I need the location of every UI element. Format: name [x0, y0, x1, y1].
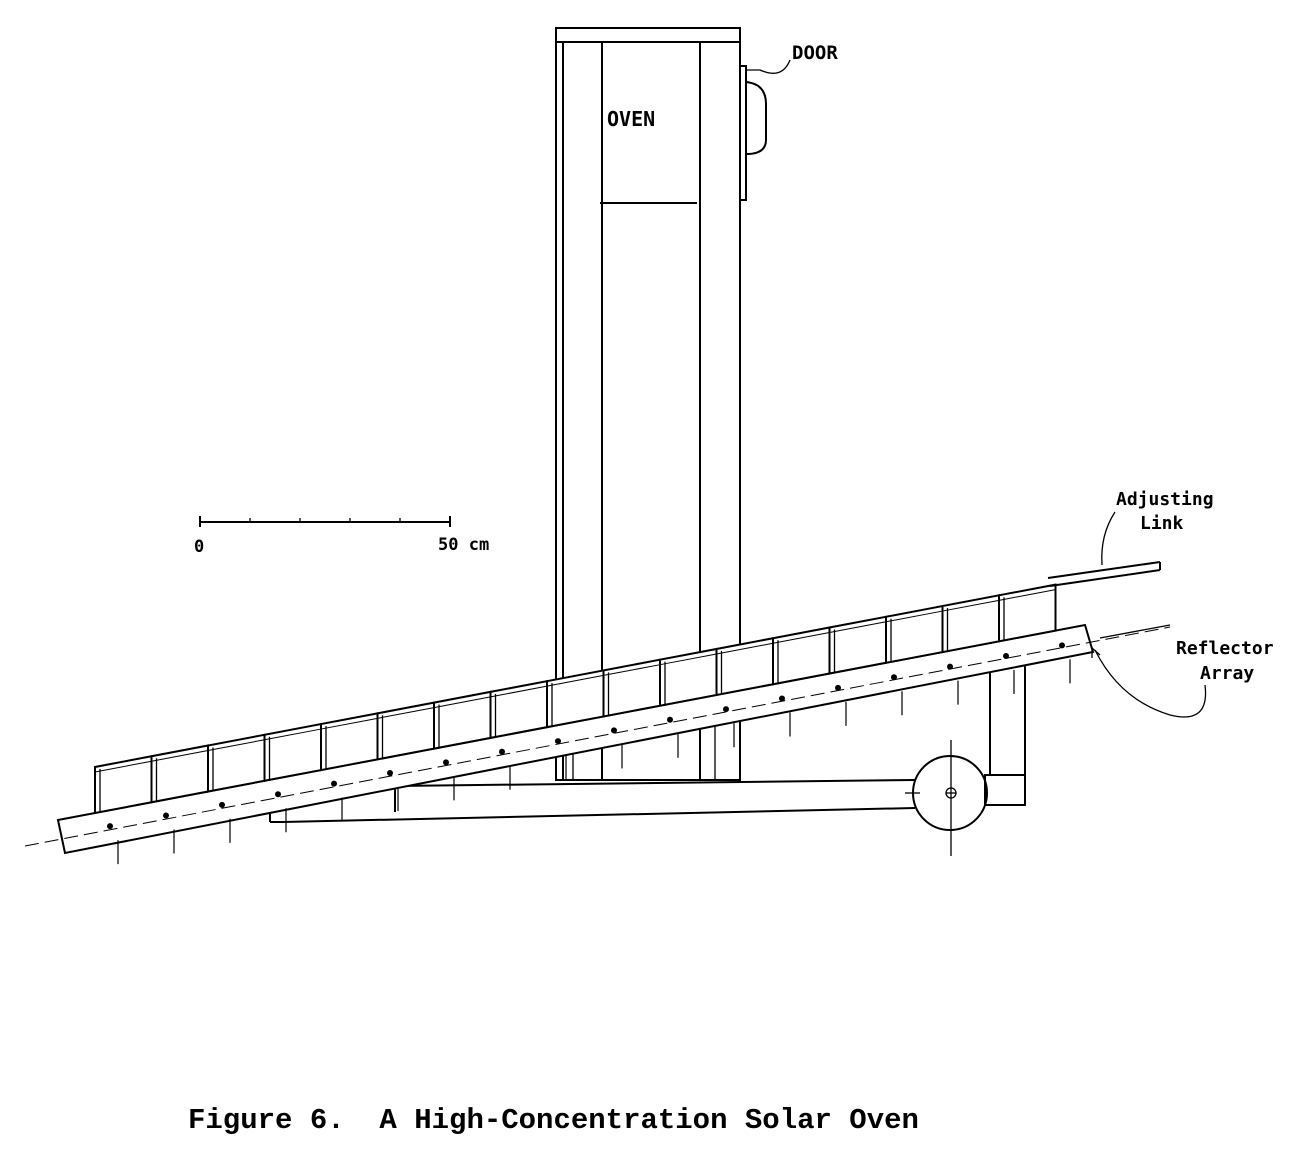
reflector-unit: [489, 679, 548, 740]
oven-right-post: [699, 41, 741, 781]
reflector-unit-lip: [659, 653, 717, 666]
post-base: [984, 774, 1026, 806]
support-frame: [269, 654, 1026, 856]
reflector-unit: [94, 755, 153, 815]
reflector-array-label-1: Reflector: [1176, 638, 1274, 659]
reflector-unit-lip: [998, 589, 1056, 601]
reflector-unit: [207, 733, 266, 793]
reflector-unit-lip: [603, 664, 661, 676]
scale-end-label: 50 cm: [438, 535, 489, 555]
adjusting-link-leader: [1101, 511, 1116, 566]
reflector-unit: [659, 647, 718, 707]
pivot-dot: [219, 801, 225, 808]
pivot-dot: [555, 738, 561, 745]
door-label: DOOR: [792, 42, 838, 64]
pivot-dot: [723, 706, 729, 713]
scale-bar: 0 50 cm: [194, 516, 489, 557]
reflector-array-label-2: Array: [1200, 663, 1254, 684]
door-leader-line: [746, 59, 791, 74]
reflector-unit-lip: [772, 632, 830, 644]
reflector-unit: [998, 583, 1057, 643]
reflector-unit: [263, 722, 322, 782]
reflector-unit: [602, 658, 661, 718]
pivot-dot: [611, 727, 617, 734]
pivot-dot: [331, 780, 337, 787]
reflector-unit-lip: [829, 621, 887, 634]
reflector-unit: [546, 669, 605, 729]
pivot-dot: [499, 748, 505, 755]
reflector-unit: [376, 701, 435, 761]
reflector-unit: [772, 626, 831, 686]
figure-caption: Figure 6. A High-Concentration Solar Ove…: [188, 1104, 919, 1137]
pivot-dot: [891, 674, 897, 681]
reflector-unit: [320, 712, 379, 772]
adjusting-link-label-2: Link: [1140, 513, 1184, 534]
reflector-unit-lip: [320, 717, 378, 730]
pivot-dot: [667, 716, 673, 723]
pivot-dot: [779, 695, 785, 702]
reflector-unit-lip: [377, 707, 435, 719]
pivot-dot: [275, 791, 281, 798]
reflector-unit-lip: [151, 750, 209, 762]
reflector-beam: [56, 623, 1095, 855]
door-panel: [739, 65, 747, 201]
reflector-unit: [150, 744, 209, 804]
reflector-unit: [715, 637, 774, 697]
reflector-unit: [828, 615, 887, 675]
reflector-unit-lip: [207, 739, 265, 752]
rear-post: [989, 654, 1026, 776]
reflector-leader: [1094, 649, 1207, 718]
adjusting-link-label-1: Adjusting: [1116, 489, 1214, 510]
pivot-dot: [1003, 653, 1009, 659]
reflector-unit-lip: [885, 610, 943, 623]
oven-label: OVEN: [607, 107, 655, 131]
pivot-dot: [107, 823, 113, 830]
reflector-unit: [941, 594, 1000, 654]
scale-start-label: 0: [194, 537, 204, 557]
reflector-unit: [885, 604, 944, 664]
reflector-unit-lip: [490, 685, 548, 698]
pivot-dot: [835, 684, 841, 691]
door-handle: [745, 81, 767, 155]
reflector-unit: [433, 690, 492, 750]
pivot-dot: [947, 663, 953, 670]
reflector-array-callout: Reflector Array: [1091, 624, 1274, 718]
reflector-unit-lip: [546, 674, 604, 687]
adjusting-link: Adjusting Link: [1047, 489, 1214, 587]
reflector-array: [24, 583, 1171, 865]
reflector-unit-lip: [94, 760, 152, 773]
pivot-dot: [163, 812, 169, 819]
pivot-dot: [443, 759, 449, 766]
oven-left-post: [562, 41, 603, 781]
reflector-unit-lip: [716, 642, 774, 655]
beam-axis-line: [24, 626, 1171, 847]
reflector-unit-lip: [942, 599, 1000, 612]
pivot-dot: [387, 769, 393, 776]
reflector-unit-lip: [433, 696, 491, 709]
oven: OVEN: [555, 27, 741, 781]
reflector-unit-lip: [264, 728, 322, 741]
oven-door: DOOR: [739, 42, 838, 201]
pivot-dot: [1059, 642, 1065, 649]
